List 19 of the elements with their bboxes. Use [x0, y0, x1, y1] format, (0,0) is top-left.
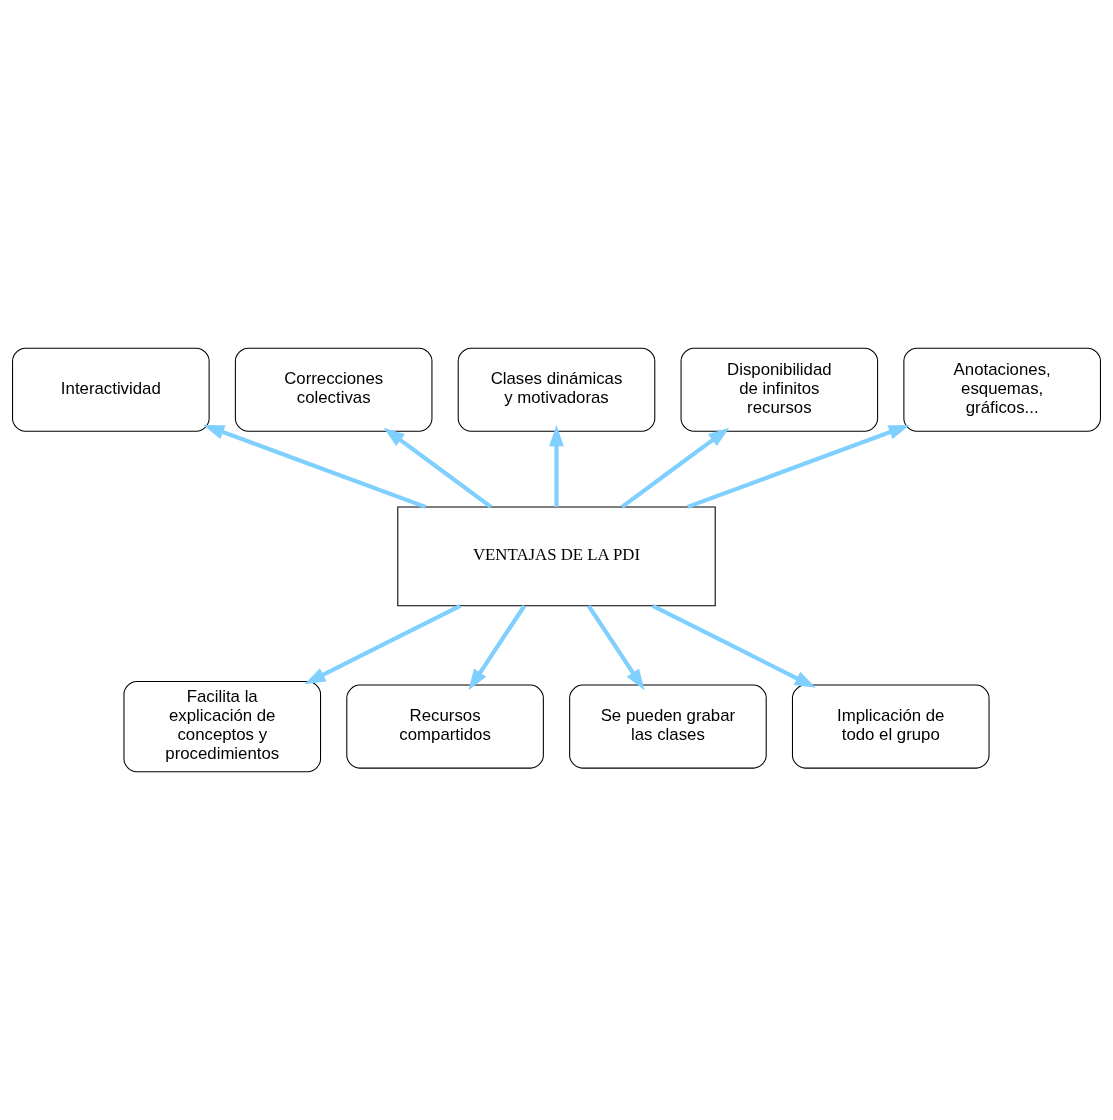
node-box: Correcciones colectivas	[234, 347, 433, 432]
node-box: Se pueden grabar las clases	[569, 684, 767, 769]
node-box: Clases dinámicas y motivadoras	[457, 347, 656, 432]
node-box: Implicación de todo el grupo	[791, 684, 990, 769]
arrow	[203, 424, 427, 509]
node-box: VENTAJAS DE LA PDI	[397, 506, 716, 607]
arrow	[383, 427, 493, 509]
arrow	[620, 427, 730, 509]
node-box: Recursos compartidos	[346, 684, 544, 769]
arrow	[468, 604, 527, 691]
node-box: Interactividad	[12, 347, 210, 432]
node-box: Facilita la explicación de conceptos y procedimientos	[123, 680, 322, 773]
arrow	[549, 425, 564, 507]
arrow	[651, 603, 816, 688]
node-box: Anotaciones, esquemas, gráficos...	[903, 347, 1101, 432]
arrow	[586, 604, 645, 691]
arrow	[304, 603, 462, 685]
node-box: Disponibilidad de infinitos recursos	[680, 347, 879, 432]
arrow	[686, 424, 910, 509]
